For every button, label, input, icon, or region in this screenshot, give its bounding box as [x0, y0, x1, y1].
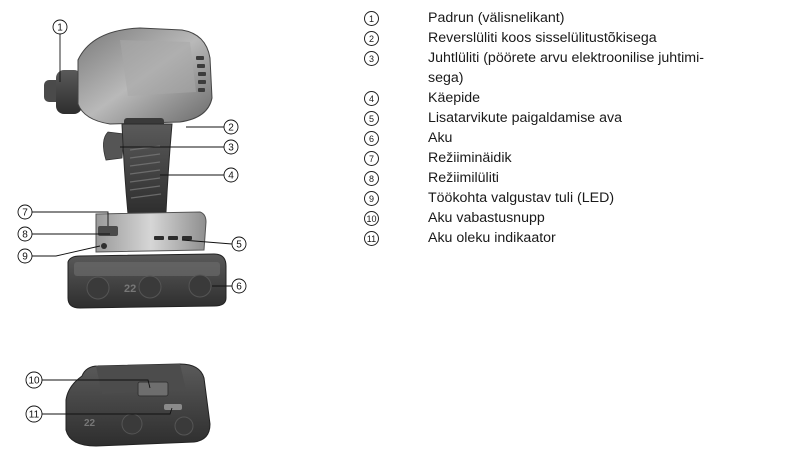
svg-text:9: 9: [22, 252, 28, 263]
legend-text: Režiiminäidik: [428, 150, 512, 166]
svg-text:6: 6: [236, 282, 242, 293]
vents: [196, 56, 206, 92]
battery-marking: 22: [84, 418, 96, 429]
callout-1: 1: [52, 19, 68, 35]
legend-item-8: 8 Režiimilüliti: [364, 168, 784, 188]
svg-text:4: 4: [228, 171, 234, 182]
legend-item-7: 7 Režiiminäidik: [364, 148, 784, 168]
impact-wrench-illustration: 22 22 1 2 3 4: [17, 19, 247, 447]
chuck: [44, 70, 82, 114]
legend-text: Reverslüliti koos sisselülitustõkisega: [428, 30, 657, 46]
legend-text: Padrun (välisnelikant): [428, 10, 565, 26]
legend-number: 1: [364, 11, 379, 26]
legend-number: 8: [364, 171, 379, 186]
parts-legend: 1 Padrun (välisnelikant) 2 Reverslüliti …: [364, 8, 784, 248]
svg-text:5: 5: [236, 240, 242, 251]
impact-wrench: 22: [44, 27, 227, 309]
battery-standalone: 22: [65, 363, 211, 447]
battery: 22: [67, 253, 227, 309]
svg-text:2: 2: [228, 123, 234, 134]
legend-text: Aku vabastusnupp: [428, 210, 545, 226]
battery-charge-indicator: [164, 404, 182, 410]
legend-text: Käepide: [428, 90, 481, 106]
svg-text:11: 11: [29, 410, 40, 421]
legend-number: 6: [364, 131, 379, 146]
legend-item-10: 10 Aku vabastusnupp: [364, 208, 784, 228]
callout-6: 6: [231, 278, 247, 294]
legend-number: 3: [364, 51, 379, 66]
legend-item-2: 2 Reverslüliti koos sisselülitustõkisega: [364, 28, 784, 48]
legend-item-11: 11 Aku oleku indikaator: [364, 228, 784, 248]
handle: [121, 123, 173, 215]
callout-3: 3: [223, 139, 239, 155]
leader-lines: [32, 34, 233, 415]
legend-number: 2: [364, 31, 379, 46]
legend-number: 5: [364, 111, 379, 126]
legend-item-6: 6 Aku: [364, 128, 784, 148]
mode-switch: [98, 226, 118, 236]
callout-10: 10: [25, 371, 43, 389]
legend-text: Režiimilüliti: [428, 170, 499, 186]
accessory-slot: [154, 236, 192, 240]
svg-text:7: 7: [22, 208, 28, 219]
legend-text: Aku oleku indikaator: [428, 230, 556, 246]
legend-text: Lisatarvikute paigaldamise ava: [428, 110, 623, 126]
legend-item-3: 3 Juhtlüliti (pöörete arvu elektroonilis…: [364, 48, 784, 88]
legend-item-5: 5 Lisatarvikute paigaldamise ava: [364, 108, 784, 128]
svg-text:8: 8: [22, 230, 28, 241]
legend-item-9: 9 Töökohta valgustav tuli (LED): [364, 188, 784, 208]
legend-number: 9: [364, 191, 379, 206]
callout-9: 9: [17, 248, 33, 264]
legend-text: Aku: [428, 130, 453, 146]
callout-4: 4: [223, 167, 239, 183]
svg-text:3: 3: [228, 143, 234, 154]
legend-number: 7: [364, 151, 379, 166]
work-light: [101, 243, 107, 249]
callout-11: 11: [25, 405, 43, 423]
legend-item-4: 4 Käepide: [364, 88, 784, 108]
callout-7: 7: [17, 204, 33, 220]
tool-base: [95, 211, 207, 253]
callout-5: 5: [231, 236, 247, 252]
legend-text: Juhtlüliti (pöörete arvu elektroonilise …: [428, 50, 704, 86]
legend-number: 10: [364, 211, 379, 226]
callout-8: 8: [17, 226, 33, 242]
svg-text:1: 1: [57, 23, 63, 34]
callout-2: 2: [223, 119, 239, 135]
legend-number: 4: [364, 91, 379, 106]
battery-release-button: [137, 381, 169, 397]
tool-battery-marking: 22: [124, 283, 136, 295]
legend-item-1: 1 Padrun (välisnelikant): [364, 8, 784, 28]
trigger: [103, 131, 125, 161]
legend-text: Töökohta valgustav tuli (LED): [428, 190, 615, 206]
svg-text:10: 10: [28, 376, 40, 387]
legend-number: 11: [364, 231, 379, 246]
